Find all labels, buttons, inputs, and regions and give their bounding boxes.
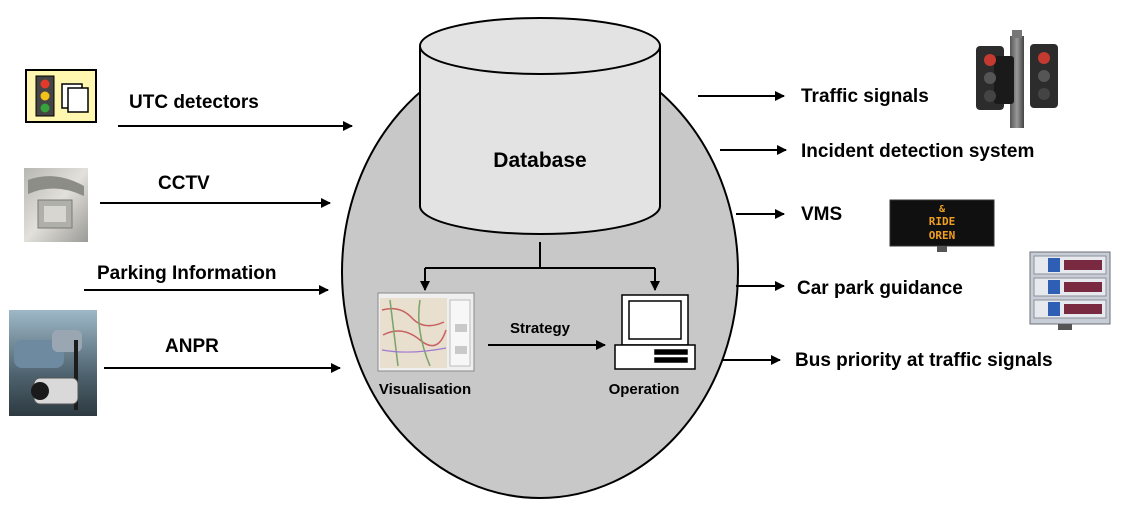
output-label-vms: VMS [801,204,842,225]
input-label-utc-detectors: UTC detectors [129,92,259,113]
vms-sign-photo: & RIDE OREN [889,199,995,252]
traffic-light-detector-icon [25,69,97,123]
output-label-car-park-guidance: Car park guidance [797,278,963,299]
visualisation-label: Visualisation [379,381,471,398]
operation-label: Operation [609,381,680,398]
output-label-bus-priority: Bus priority at traffic signals [795,350,1053,371]
input-label-anpr: ANPR [165,336,219,357]
strategy-label: Strategy [510,320,571,337]
map-screenshot-icon [377,292,475,372]
car-park-sign-photo [1029,251,1111,330]
cctv-photo [24,168,88,242]
database-branch-connector [420,242,660,291]
database-cylinder [419,17,661,235]
input-label-cctv: CCTV [158,173,210,194]
vms-sign-line-2: RIDE [929,215,956,228]
vms-sign-line-1: & [939,204,946,215]
output-label-incident-detection-system: Incident detection system [801,141,1034,162]
output-label-traffic-signals: Traffic signals [801,86,929,107]
database-label: Database [493,149,586,172]
traffic-signal-photo [976,30,1058,128]
vms-sign-line-3: OREN [929,229,956,242]
computer-icon [614,294,696,370]
input-label-parking-information: Parking Information [97,263,276,284]
anpr-camera-photo [9,310,97,416]
